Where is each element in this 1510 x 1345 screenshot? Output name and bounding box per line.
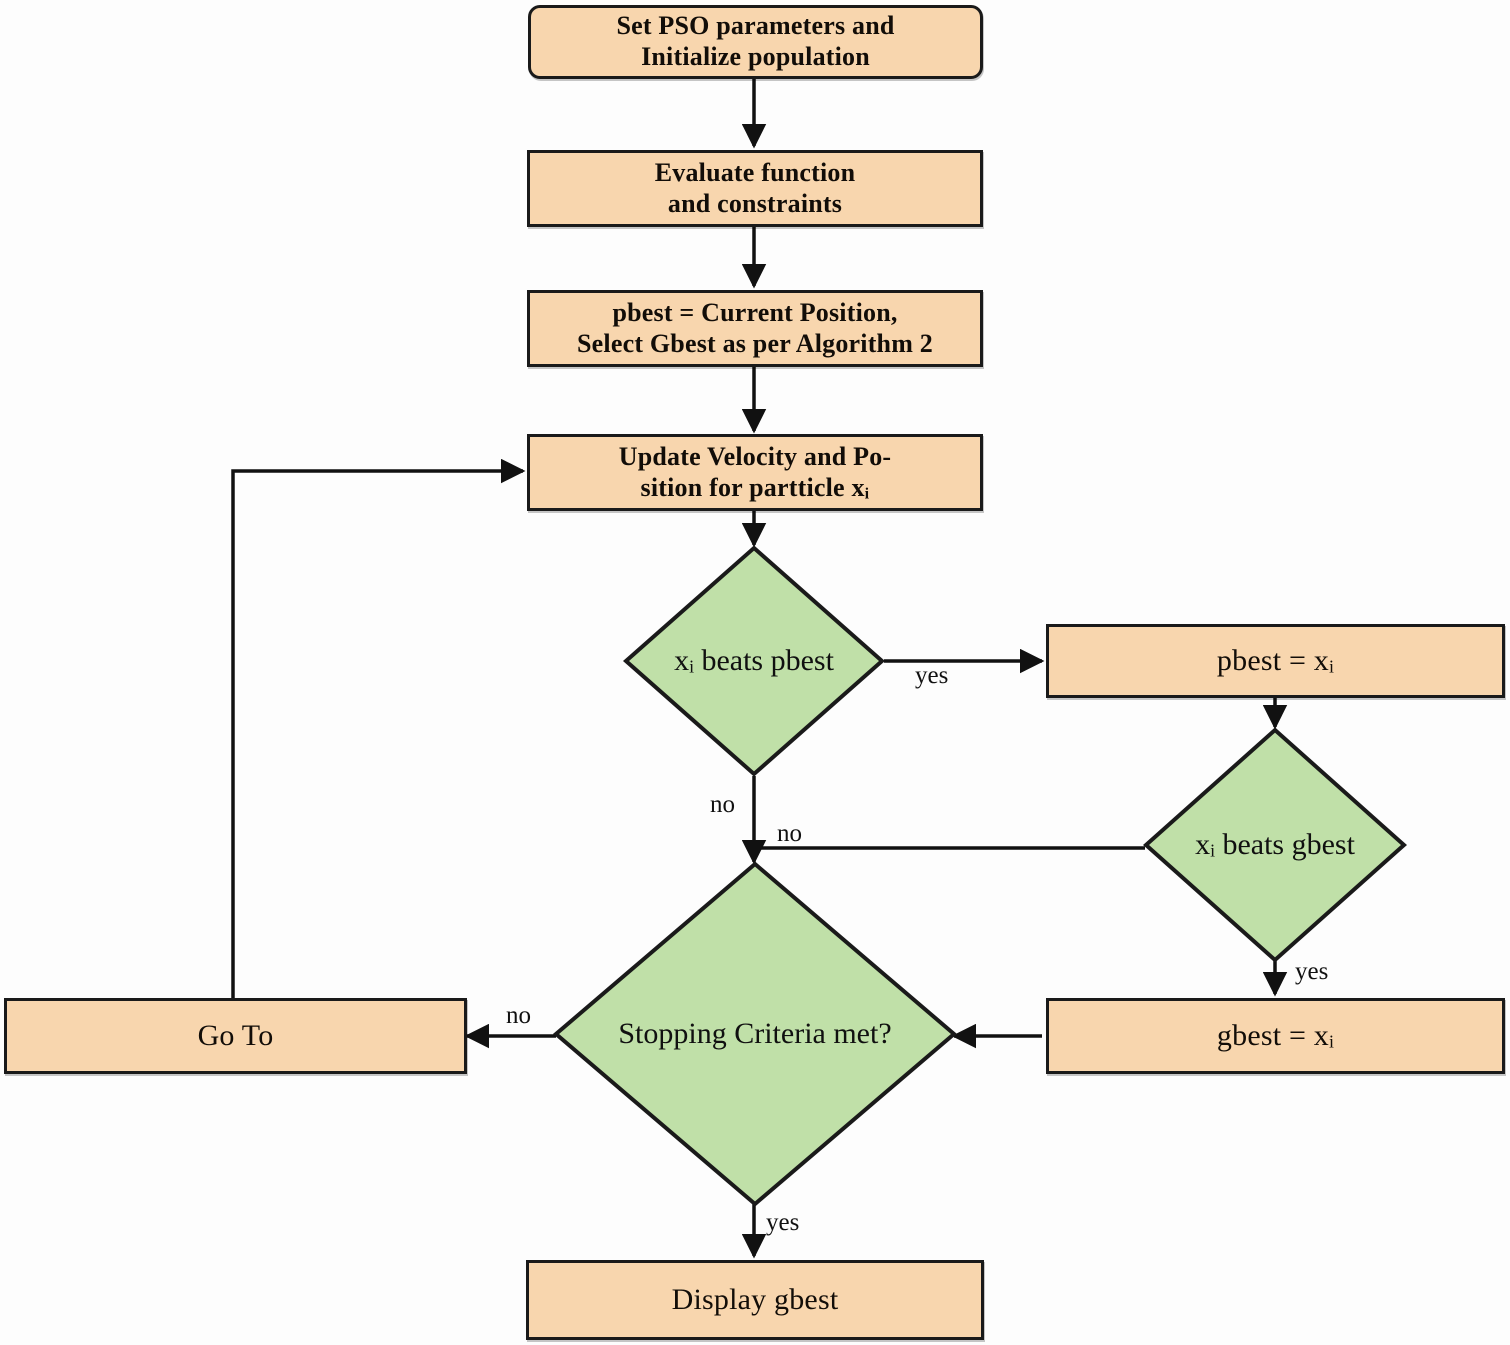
edge-label-gbest-no: no [777,820,802,847]
decision-beats-pbest-shape [622,545,886,777]
node-evaluate-function[interactable]: Evaluate function and constraints [527,150,983,227]
edge-goto-feedback-to-update [231,458,526,998]
edge-label-stopping-no: no [506,1002,531,1029]
edge-label-pbest-no: no [710,791,735,818]
node-set-gbest[interactable]: gbest = xᵢ [1046,998,1505,1074]
node-display-gbest-label: Display gbest [671,1283,839,1317]
node-go-to[interactable]: Go To [4,998,467,1074]
node-evaluate-function-line1: Evaluate function [654,157,856,187]
edge-label-pbest-yes: yes [915,662,949,689]
decision-stopping-criteria-label: Stopping Criteria met? [618,1017,892,1050]
node-init-pbest-gbest[interactable]: pbest = Current Position, Select Gbest a… [527,290,983,367]
decision-beats-gbest-label: xᵢ beats gbest [1195,828,1355,861]
node-decision-stopping-criteria[interactable]: Stopping Criteria met? [552,861,958,1207]
node-set-pso-parameters-line1: Set PSO parameters and [616,11,895,41]
edge-label-gbest-yes: yes [1295,958,1329,985]
edge-label-stopping-yes: yes [766,1209,800,1236]
node-update-velocity-position-line1: Update Velocity and Po- [618,441,892,471]
decision-beats-pbest-label: xᵢ beats pbest [674,644,834,677]
node-evaluate-function-line2: and constraints [667,188,843,218]
node-set-pso-parameters[interactable]: Set PSO parameters and Initialize popula… [528,5,983,79]
node-set-pbest[interactable]: pbest = xᵢ [1046,624,1505,698]
node-init-pbest-gbest-line2: Select Gbest as per Algorithm 2 [577,328,933,358]
node-update-velocity-position[interactable]: Update Velocity and Po- sition for partt… [527,434,983,511]
node-update-velocity-position-line2: sition for partticle xᵢ [640,472,870,502]
node-set-pso-parameters-line2: Initialize population [641,42,870,71]
node-go-to-label: Go To [197,1019,274,1053]
decision-stopping-criteria-shape [552,861,958,1207]
node-set-gbest-label: gbest = xᵢ [1216,1019,1335,1053]
node-display-gbest[interactable]: Display gbest [526,1260,984,1340]
node-set-pbest-label: pbest = xᵢ [1216,644,1335,678]
decision-beats-gbest-shape [1142,727,1408,963]
node-decision-beats-pbest[interactable]: xᵢ beats pbest [622,545,886,777]
node-init-pbest-gbest-line1: pbest = Current Position, [612,297,898,327]
node-decision-beats-gbest[interactable]: xᵢ beats gbest [1142,727,1408,963]
